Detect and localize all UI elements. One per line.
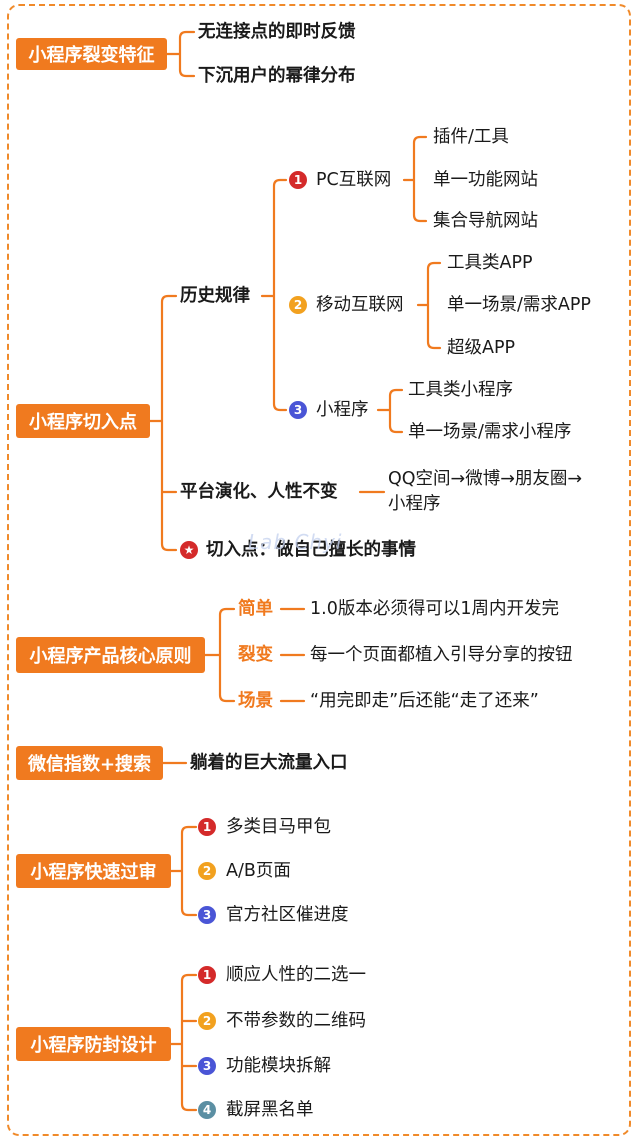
antiban-item-2: 不带参数的二维码 — [226, 1011, 366, 1031]
badge-2-icon: 2 — [289, 296, 307, 314]
mobile-item-1: 工具类APP — [447, 253, 533, 273]
antiban-badge-2-icon: 2 — [198, 1012, 216, 1030]
watermark: Lab Chyi — [248, 530, 343, 554]
platform-label: 平台演化、人性不变 — [180, 482, 338, 502]
antiban-badge-4-icon: 4 — [198, 1101, 216, 1119]
mobile-item-2: 单一场景/需求APP — [447, 295, 591, 315]
wechat-item: 躺着的巨大流量入口 — [190, 753, 348, 773]
principle-key-1: 简单 — [238, 599, 273, 619]
principle-key-2: 裂变 — [238, 645, 273, 665]
badge-3-icon: 3 — [289, 401, 307, 419]
review-item-2: A/B页面 — [226, 861, 291, 881]
entry-title: 小程序切入点 — [29, 412, 137, 433]
fission-item-1: 无连接点的即时反馈 — [198, 22, 356, 42]
principle-text-3: “用完即走”后还能“走了还来” — [310, 691, 539, 711]
fission-title: 小程序裂变特征 — [28, 45, 155, 66]
group-pc-label: PC互联网 — [316, 170, 392, 190]
review-title-box: 小程序快速过审 — [16, 854, 171, 888]
principle-text-1: 1.0版本必须得可以1周内开发完 — [310, 599, 559, 619]
antiban-title: 小程序防封设计 — [30, 1035, 157, 1056]
antiban-item-3: 功能模块拆解 — [226, 1056, 331, 1076]
group-mobile-label: 移动互联网 — [316, 295, 404, 315]
principle-title: 小程序产品核心原则 — [29, 646, 192, 667]
pc-item-1: 插件/工具 — [433, 127, 509, 147]
review-item-1: 多类目马甲包 — [226, 817, 331, 837]
pc-item-3: 集合导航网站 — [433, 211, 538, 231]
principle-key-3: 场景 — [238, 691, 273, 711]
history-label: 历史规律 — [180, 286, 250, 306]
antiban-badge-1-icon: 1 — [198, 966, 216, 984]
platform-line-1: QQ空间→微博→朋友圈→ — [388, 469, 583, 489]
mobile-item-3: 超级APP — [447, 338, 516, 358]
principle-text-2: 每一个页面都植入引导分享的按钮 — [310, 645, 573, 665]
mini-item-1: 工具类小程序 — [408, 380, 513, 400]
badge-1-icon: 1 — [289, 171, 307, 189]
mini-item-2: 单一场景/需求小程序 — [408, 422, 572, 442]
group-mini-label: 小程序 — [316, 400, 369, 420]
principle-title-box: 小程序产品核心原则 — [16, 637, 205, 673]
wechat-title-box: 微信指数+搜索 — [16, 746, 163, 780]
entry-point-label: 切入点：做自己擅长的事情 — [206, 540, 416, 560]
antiban-title-box: 小程序防封设计 — [16, 1027, 171, 1061]
antiban-item-1: 顺应人性的二选一 — [226, 965, 366, 985]
pc-item-2: 单一功能网站 — [433, 170, 538, 190]
review-item-3: 官方社区催进度 — [226, 905, 349, 925]
review-title: 小程序快速过审 — [30, 862, 157, 883]
review-badge-1-icon: 1 — [198, 818, 216, 836]
fission-title-box: 小程序裂变特征 — [16, 38, 167, 70]
review-badge-2-icon: 2 — [198, 862, 216, 880]
dashed-frame — [7, 4, 631, 1136]
antiban-item-4: 截屏黑名单 — [226, 1100, 314, 1120]
antiban-badge-3-icon: 3 — [198, 1057, 216, 1075]
review-badge-3-icon: 3 — [198, 906, 216, 924]
entry-title-box: 小程序切入点 — [16, 404, 150, 438]
star-icon: ★ — [180, 541, 198, 559]
platform-line-2: 小程序 — [388, 494, 441, 514]
wechat-title: 微信指数+搜索 — [27, 754, 152, 775]
fission-item-2: 下沉用户的幂律分布 — [198, 66, 356, 86]
